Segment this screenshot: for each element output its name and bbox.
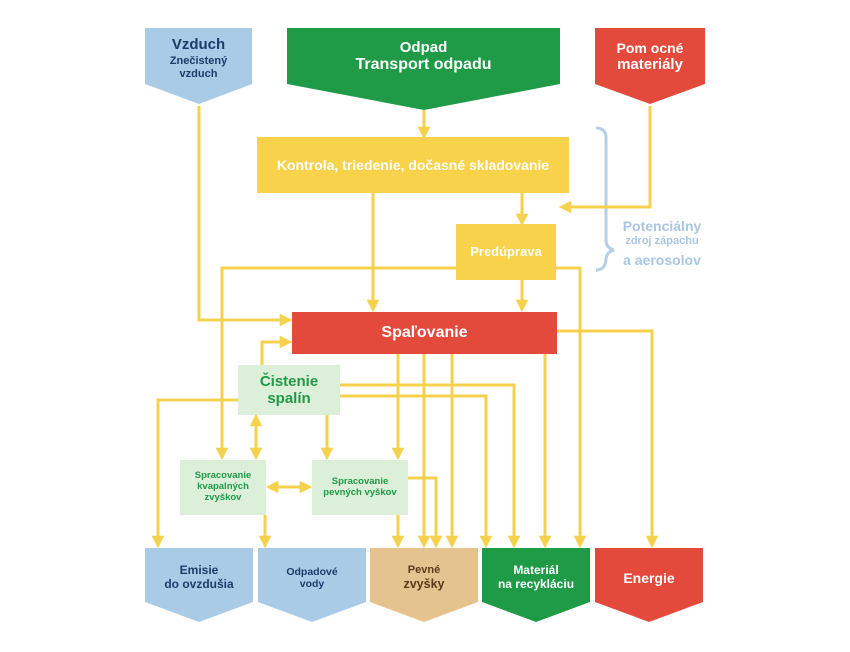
arrow-flue-to-recycle-b: [340, 394, 493, 549]
air-input-shape: [145, 28, 252, 104]
flue-gas-box: [238, 365, 340, 415]
liquid-line3: zvyškov: [204, 491, 242, 503]
waste-subtitle: Transport odpadu: [355, 56, 492, 74]
liquid-residue-label: Spracovanie kvapalných zvyškov: [180, 460, 266, 515]
note-line1: Potenciálny: [622, 218, 702, 234]
flue-line1: Čistenie: [259, 372, 319, 390]
incineration-text: Spaľovanie: [381, 323, 468, 341]
arrow-flue-to-incineration: [260, 335, 293, 365]
flue-gas-label: Čistenie spalín: [238, 365, 340, 415]
arrow-flue-to-recycle-a: [340, 383, 521, 549]
emissions-output-label: Emisie do ovzdušia: [145, 552, 253, 604]
incineration-label: Spaľovanie: [292, 312, 557, 354]
arrow-flue-to-emissions: [151, 398, 238, 549]
solid-proc-line2: pevných vyškov: [323, 486, 397, 498]
arrow-pretreatment-to-liquid: [215, 266, 456, 461]
pretreatment-label: Predúprava: [456, 224, 556, 280]
flow-arrows: [151, 106, 659, 549]
arrow-solid-to-recycle: [408, 476, 443, 549]
waste-input-shape: [287, 28, 560, 110]
flue-line2: spalín: [267, 390, 311, 407]
air-subtitle: Znečistený vzduch: [169, 54, 228, 80]
solid-residue-label: Spracovanie pevných vyškov: [312, 460, 408, 515]
wastewater-line1: Odpadové: [286, 565, 338, 578]
note-line3: a aerosolov: [623, 251, 701, 268]
solid-residue-box: [312, 460, 408, 515]
energy-output-shape: [595, 548, 703, 622]
emissions-output-shape: [145, 548, 253, 622]
arrow-aux-to-pretreatment-line: [558, 106, 652, 214]
wastewater-output-shape: [258, 548, 366, 622]
arrow-pretreatment-to-recycle: [556, 266, 587, 549]
wastewater-line2: vody: [299, 578, 325, 590]
air-input-label: Vzduch Znečistený vzduch: [145, 30, 252, 86]
aux-input-shape: [595, 28, 705, 104]
aux-line2: materiály: [617, 56, 683, 74]
odor-source-note: Potenciálny zdroj zápachu a aerosolov: [612, 218, 712, 269]
liquid-residue-box: [180, 460, 266, 515]
note-line2: zdroj zápachu: [625, 234, 699, 247]
solid-output-label: Pevné zvyšky: [370, 552, 478, 604]
recycle-line2: na recykláciu: [497, 577, 575, 591]
arrow-air-to-incineration: [197, 106, 293, 327]
control-box: [257, 137, 569, 193]
liquid-line1: Spracovanie: [194, 470, 252, 482]
pretreatment-box: [456, 224, 556, 280]
recycle-output-label: Materiál na recykláciu: [482, 552, 590, 604]
aux-line1: Pom ocné: [616, 40, 684, 57]
odor-source-bracket: [595, 126, 615, 272]
waste-title: Odpad: [399, 39, 448, 57]
emissions-line2: do ovzdušia: [164, 577, 234, 591]
solid-output-shape: [370, 548, 478, 622]
pretreatment-text: Predúprava: [470, 243, 542, 259]
energy-output-label: Energie: [595, 552, 703, 604]
liquid-line2: kvapalných: [197, 481, 249, 493]
waste-input-label: Odpad Transport odpadu: [287, 30, 560, 84]
air-title: Vzduch: [171, 35, 226, 53]
arrow-incineration-to-energy: [557, 329, 659, 549]
control-label: Kontrola, triedenie, dočasné skladovanie: [257, 137, 569, 193]
wastewater-output-label: Odpadové vody: [258, 552, 366, 604]
energy-text: Energie: [623, 569, 675, 586]
emissions-line1: Emisie: [179, 563, 219, 578]
recycle-output-shape: [482, 548, 590, 622]
recycle-line1: Materiál: [513, 563, 559, 578]
solid-out-line1: Pevné: [407, 564, 441, 577]
solid-proc-line1: Spracovanie: [331, 475, 389, 487]
solid-out-line2: zvyšky: [403, 577, 445, 592]
aux-input-label: Pom ocné materiály: [595, 30, 705, 84]
incineration-box: [292, 312, 557, 354]
control-text: Kontrola, triedenie, dočasné skladovanie: [276, 156, 550, 173]
